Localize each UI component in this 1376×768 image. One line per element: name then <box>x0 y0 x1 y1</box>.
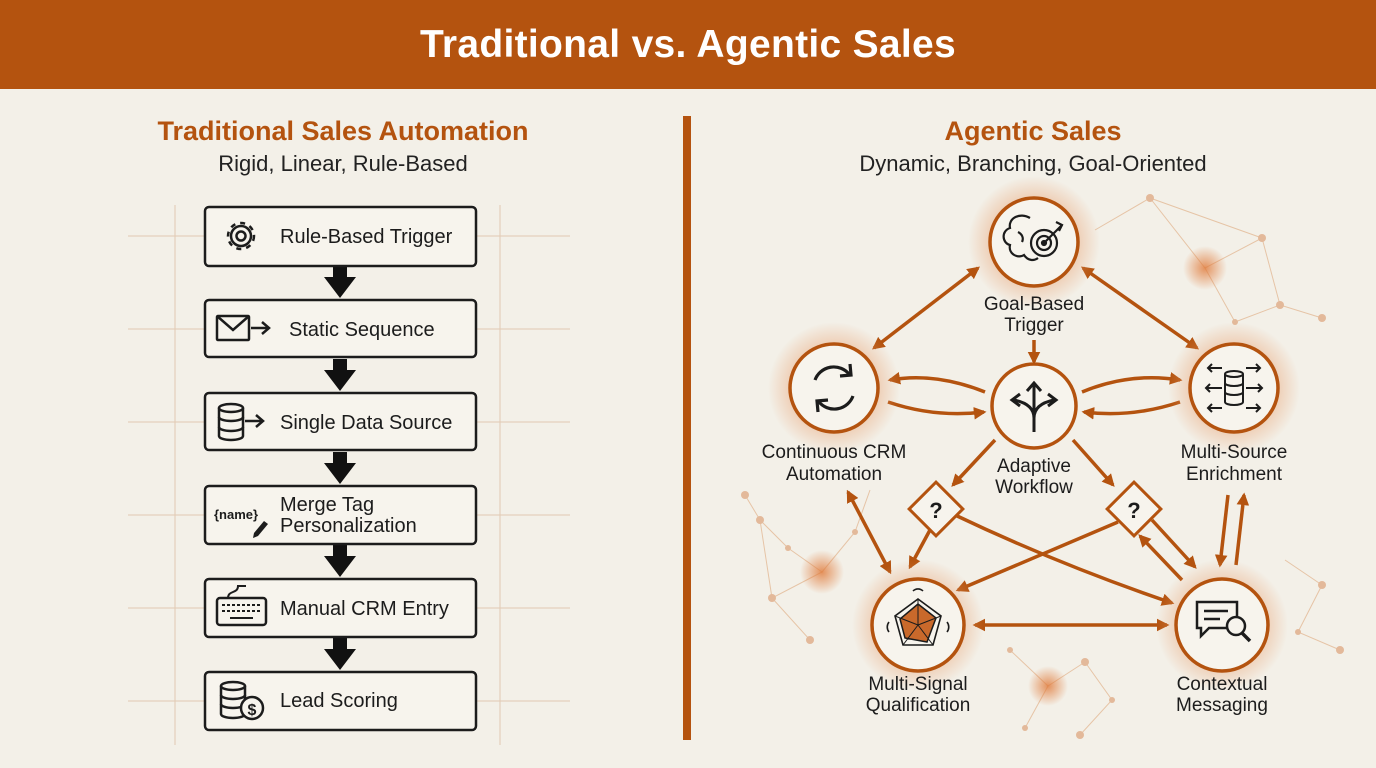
traditional-title: Traditional Sales Automation <box>157 116 529 146</box>
flow-down-arrows <box>324 266 356 670</box>
node-label: Adaptive <box>997 456 1071 477</box>
step-label: Rule-Based Trigger <box>280 226 453 248</box>
arrow-goal-enrich <box>1080 266 1200 350</box>
arrow-enrich-msg-down <box>1214 494 1230 568</box>
node-label: Automation <box>786 464 882 485</box>
page-title: Traditional vs. Agentic Sales <box>419 22 957 66</box>
step-label: Static Sequence <box>289 319 435 341</box>
envelope-arrow-icon <box>215 314 271 342</box>
decision-diamond-left: ? <box>907 480 965 538</box>
node-label: Workflow <box>995 477 1073 498</box>
arrow-decision-left-msg <box>954 513 1175 606</box>
node-label: Multi-Signal <box>868 674 967 695</box>
decision-diamond-right: ? <box>1105 480 1163 538</box>
step-label: Personalization <box>280 515 417 537</box>
step-static-sequence: Static Sequence <box>203 298 478 359</box>
traditional-subtitle: Rigid, Linear, Rule-Based <box>218 151 468 176</box>
step-label: Lead Scoring <box>280 690 398 712</box>
node-goal-based-trigger: Goal-Based Trigger <box>984 196 1084 336</box>
node-multi-source-enrichment: Multi-Source Enrichment <box>1181 342 1288 485</box>
down-arrow <box>324 266 356 298</box>
down-arrow <box>324 359 356 391</box>
decision-symbol: ? <box>929 498 942 523</box>
step-merge-tag-personalization: {name} Merge Tag Personalization <box>203 484 478 546</box>
header-banner: Traditional vs. Agentic Sales <box>0 0 1376 89</box>
keyboard-icon <box>215 585 268 627</box>
network-dots <box>741 194 1344 739</box>
arrow-enrich-adaptive <box>1081 400 1181 420</box>
arrow-decision-right-msg-b <box>1138 534 1184 582</box>
step-rule-based-trigger: Rule-Based Trigger <box>203 205 478 268</box>
arrow-goal-crm <box>872 266 980 350</box>
arrow-adaptive-crm <box>887 372 986 394</box>
database-arrow-icon <box>217 402 265 442</box>
network-glow-spot <box>1183 246 1227 290</box>
message-magnifier-icon <box>1195 600 1252 643</box>
down-arrow <box>324 452 356 484</box>
node-label: Goal-Based <box>984 294 1084 315</box>
node-label: Messaging <box>1176 695 1268 716</box>
arrow-decision-right-msg-a <box>1150 518 1197 569</box>
agentic-title: Agentic Sales <box>944 116 1122 146</box>
arrow-crm-adaptive <box>887 400 987 420</box>
node-label: Trigger <box>1004 315 1064 336</box>
node-label: Multi-Source <box>1181 442 1288 463</box>
decision-symbol: ? <box>1127 498 1140 523</box>
brain-target-icon <box>1002 214 1064 262</box>
step-manual-crm-entry: Manual CRM Entry <box>203 577 478 639</box>
radar-chart-icon <box>886 588 950 646</box>
node-label: Enrichment <box>1186 464 1283 485</box>
arrow-adaptive-decision-right <box>1071 438 1115 487</box>
network-glow-spot <box>1028 666 1068 706</box>
database-arrows-icon <box>1204 363 1264 413</box>
step-label: Merge Tag <box>280 494 374 516</box>
node-label: Qualification <box>866 695 971 716</box>
name-tag-pen-icon: {name} <box>214 507 268 538</box>
node-contextual-messaging: Contextual Messaging <box>1174 577 1270 716</box>
down-arrow <box>324 638 356 670</box>
network-glow-spot <box>800 550 844 594</box>
branch-arrows-icon <box>1009 380 1059 432</box>
step-label: Single Data Source <box>280 412 452 434</box>
step-label: Manual CRM Entry <box>280 598 449 620</box>
arrow-adaptive-enrich <box>1081 372 1183 394</box>
gear-icon <box>226 221 256 251</box>
node-label: Contextual <box>1177 674 1268 695</box>
connection-arrows <box>846 266 1250 632</box>
name-tag-text: {name} <box>214 507 258 522</box>
coins-dollar-icon <box>219 680 265 721</box>
panel-divider <box>683 116 691 740</box>
node-label: Continuous CRM <box>762 442 907 463</box>
step-single-data-source: Single Data Source <box>203 391 478 452</box>
arrow-adaptive-decision-left <box>951 438 997 487</box>
node-continuous-crm-automation: Continuous CRM Automation <box>762 342 907 485</box>
question-diamond-icon: ? <box>1105 480 1163 538</box>
node-multi-signal-qualification: Multi-Signal Qualification <box>866 577 971 716</box>
arrow-decision-right-qual <box>955 520 1119 592</box>
step-lead-scoring: $ Lead Scoring <box>203 670 478 732</box>
node-adaptive-workflow: Adaptive Workflow <box>990 362 1078 498</box>
arrow-crm-qual <box>846 489 892 575</box>
down-arrow <box>324 545 356 577</box>
refresh-icon <box>813 363 855 413</box>
agentic-subtitle: Dynamic, Branching, Goal-Oriented <box>859 151 1207 176</box>
arrow-msg-enrich-up <box>1234 492 1250 566</box>
question-diamond-icon: ? <box>907 480 965 538</box>
dollar-symbol: $ <box>248 702 257 719</box>
